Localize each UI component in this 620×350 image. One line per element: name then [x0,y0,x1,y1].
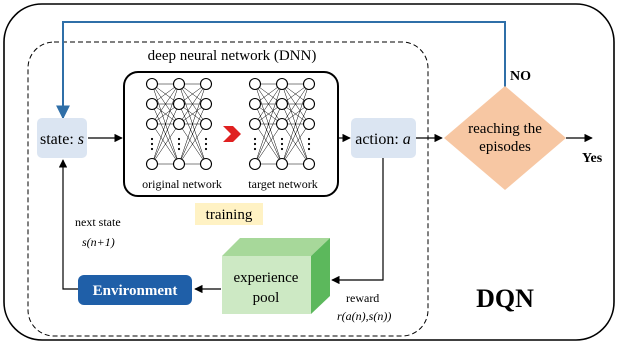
network-node [199,117,213,131]
network-node [199,97,213,111]
action-box [351,118,416,158]
ellipsis-dot [307,137,311,141]
decision-diamond [444,86,566,190]
network-node [199,77,213,91]
training-label: training [206,207,253,223]
network-node [275,117,289,131]
decision-line2: episodes [479,139,531,155]
transfer-arrow-icon [223,126,241,142]
network-edge [254,83,283,125]
ellipsis-dot [280,137,284,141]
network-edge [151,83,180,165]
ellipsis-dot [204,142,208,146]
reward-label: reward [346,291,379,305]
network-node [248,77,262,91]
network-node [275,157,289,171]
network-edge [254,83,283,165]
ellipsis-dot [204,137,208,141]
network-edge [151,83,180,125]
network-node [145,117,159,131]
network-edge [254,103,283,165]
action-to-pool-arrow [331,158,384,285]
network-edge [151,123,180,165]
network-node [302,117,316,131]
network-node [172,97,186,111]
decision-line1: reaching the [468,121,542,137]
network-node [248,157,262,171]
ellipsis-dot [177,137,181,141]
ellipsis-dot [150,142,154,146]
network-node [172,157,186,171]
pool-side-face [311,238,330,314]
network-node [275,77,289,91]
training-label-bg [195,203,263,225]
feedback-arrow [56,21,506,120]
ellipsis-dot [280,147,284,151]
network-edge [151,103,180,165]
pool-top-face [222,238,330,256]
state-label: state: s [40,131,84,148]
network-node [199,157,213,171]
network-node [248,117,262,131]
ellipsis-dot [253,137,257,141]
original-network-label: original network [142,177,222,191]
network-node [172,77,186,91]
network-edge [178,123,207,165]
ellipsis-dot [253,147,257,151]
ellipsis-dot [177,142,181,146]
ellipsis-dot [253,142,257,146]
environment-label: Environment [93,283,178,299]
network-edge [281,83,310,125]
dnn-region [27,41,429,337]
target-network-label: target network [248,177,317,191]
pool-front-face [222,256,311,314]
next-state-expression: s(n+1) [82,235,115,249]
environment-box [78,275,192,305]
network-node [302,77,316,91]
original-network-graphic [145,77,213,171]
dnn-title: deep neural network (DNN) [148,48,317,64]
network-edge [281,103,310,165]
network-edge [254,123,283,165]
network-node [145,77,159,91]
ellipsis-dot [150,137,154,141]
reward-expression: r(a(n),s(n)) [337,309,391,323]
yes-label: Yes [582,151,603,166]
ellipsis-dot [307,147,311,151]
dqn-label: DQN [476,284,534,313]
network-edge [178,83,207,165]
network-node [145,97,159,111]
network-edge [178,103,207,165]
ellipsis-dot [150,147,154,151]
network-edge [178,83,207,125]
ellipsis-dot [177,147,181,151]
network-node [275,97,289,111]
target-network-graphic [248,77,316,171]
network-edge [281,123,310,165]
action-label: action: a [355,131,411,148]
network-node [172,117,186,131]
ellipsis-dot [204,147,208,151]
network-edge [281,83,310,165]
pool-line2: pool [253,290,280,306]
network-node [145,157,159,171]
ellipsis-dot [307,142,311,146]
network-node [248,97,262,111]
network-node [302,97,316,111]
no-label: NO [510,69,531,84]
ellipsis-dot [280,142,284,146]
environment-to-state-arrow [58,159,78,290]
next-state-label: next state [75,215,121,229]
pool-line1: experience [234,270,299,286]
state-box [37,118,87,158]
network-node [302,157,316,171]
